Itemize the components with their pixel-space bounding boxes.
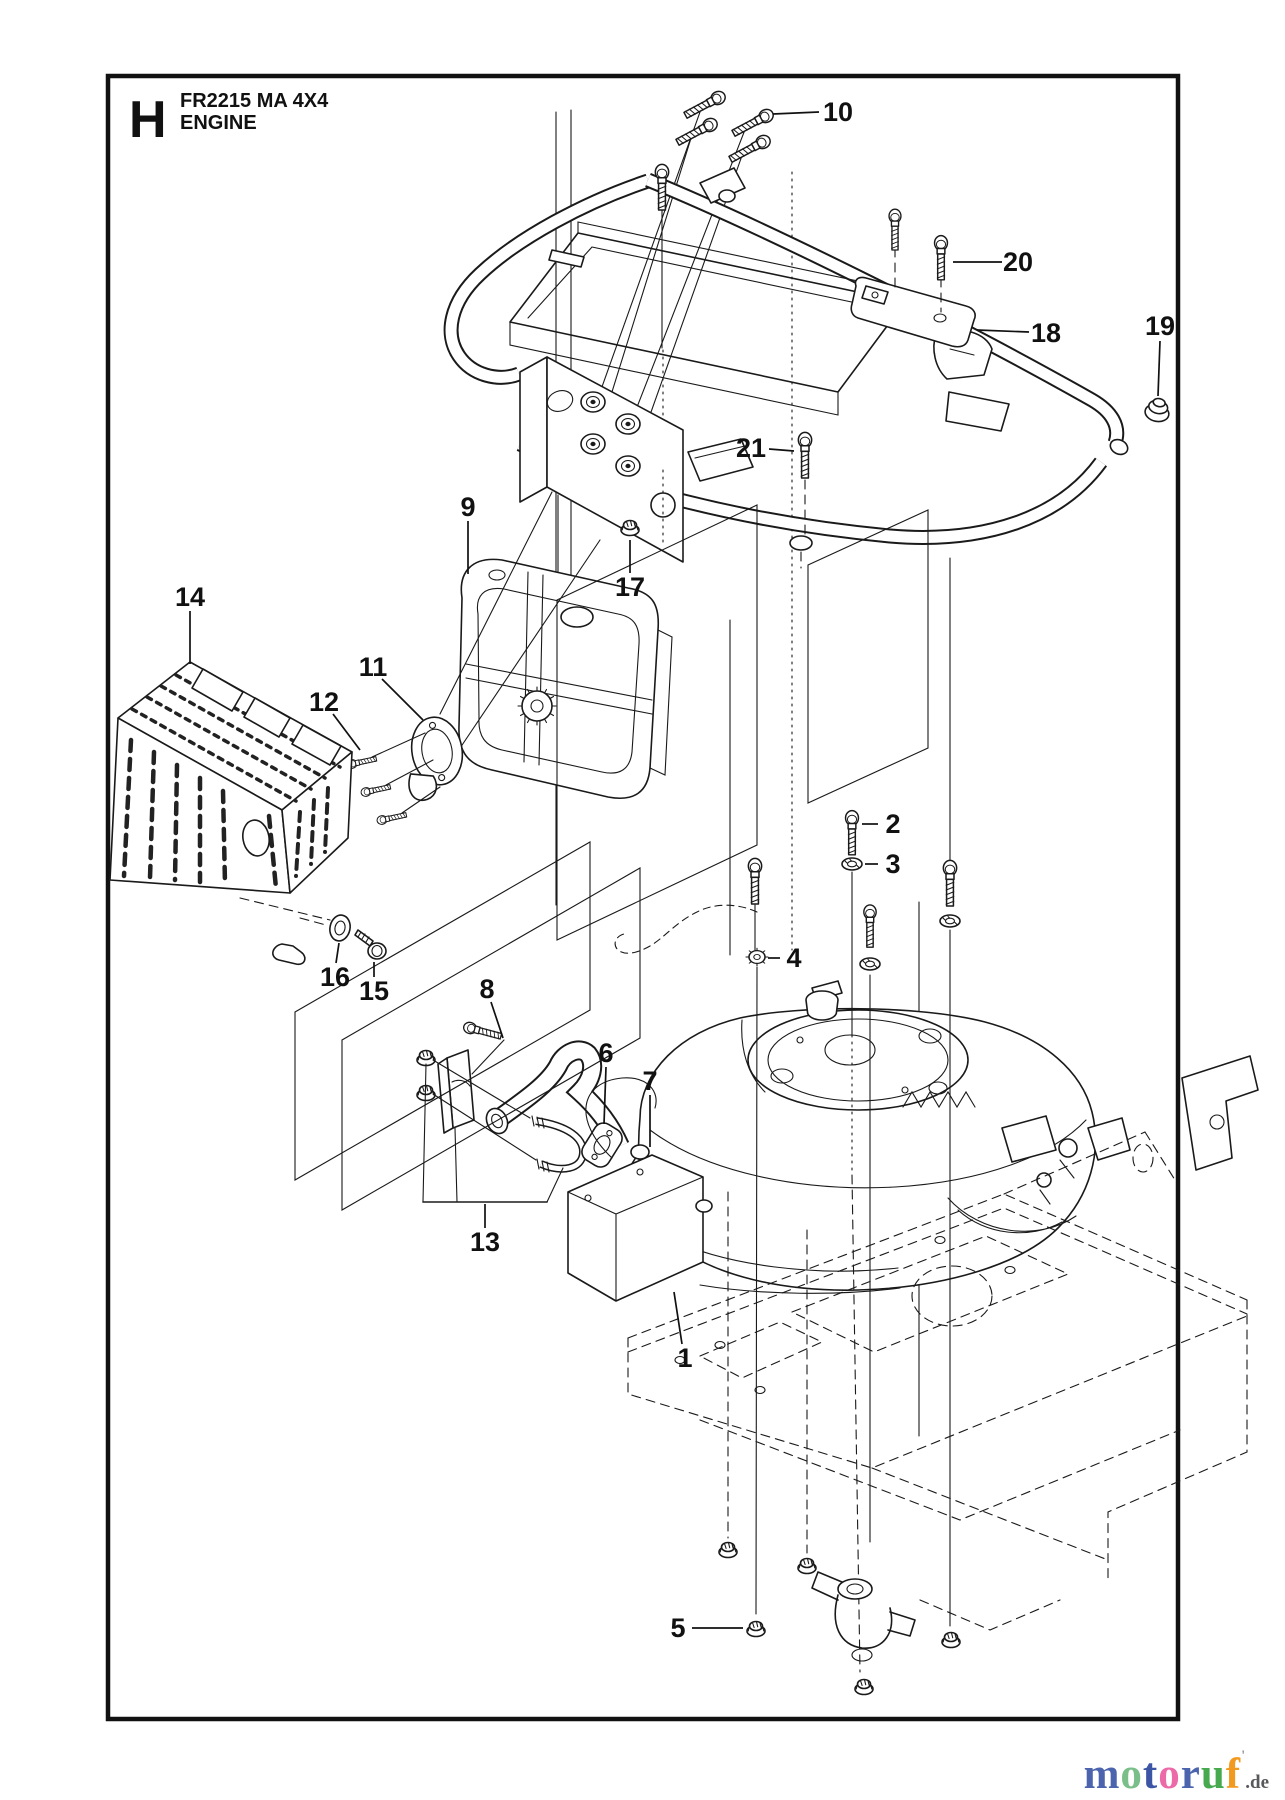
diagram-artwork	[109, 88, 1259, 1696]
callout-leader-11	[381, 678, 424, 721]
side-bracket	[1181, 1055, 1259, 1171]
callout-leader-8	[490, 1001, 504, 1039]
callout-label-17: 17	[615, 572, 645, 602]
cover-bolt	[354, 929, 387, 960]
bolt-axis-lines	[614, 871, 951, 1673]
engine	[567, 980, 1131, 1302]
callout-label-2: 2	[885, 809, 900, 839]
callout-label-8: 8	[479, 974, 494, 1004]
logo-letter: t	[1142, 1751, 1159, 1798]
callout-label-20: 20	[1003, 247, 1033, 277]
callout-label-10: 10	[823, 97, 853, 127]
logo-letter: u	[1200, 1751, 1226, 1798]
logo-trademark: '	[1241, 1748, 1246, 1764]
logo-letter: o	[1158, 1751, 1181, 1798]
callout-leader-1	[673, 1291, 683, 1345]
callout-label-16: 16	[320, 962, 350, 992]
callout-leader-16	[335, 942, 340, 964]
callout-label-7: 7	[642, 1066, 657, 1096]
section-letter: H	[129, 91, 167, 149]
callout-label-11: 11	[359, 652, 388, 682]
heat-shield-panels	[294, 504, 929, 1211]
muffler-cover	[109, 661, 387, 966]
callout-label-12: 12	[309, 687, 339, 717]
motoruf-logo[interactable]: motoruf' .de	[1084, 1748, 1269, 1799]
callout-label-15: 15	[359, 976, 389, 1006]
exhaust-pipe-group	[416, 1020, 697, 1203]
callout-label-9: 9	[460, 492, 475, 522]
callout-leader-18	[976, 329, 1030, 333]
callout-label-19: 19	[1145, 311, 1175, 341]
callout-label-6: 6	[598, 1038, 613, 1068]
callout-label-1: 1	[677, 1343, 692, 1373]
muffler	[439, 491, 673, 799]
callout-label-4: 4	[786, 943, 801, 973]
callout-leader-6	[603, 1066, 607, 1125]
chassis-phantom	[627, 1131, 1248, 1696]
logo-domain-suffix: .de	[1245, 1772, 1269, 1793]
logo-letter: m	[1083, 1751, 1121, 1798]
callout-label-13: 13	[470, 1227, 500, 1257]
callout-label-14: 14	[175, 582, 205, 612]
callout-leader-19	[1157, 340, 1161, 397]
logo-letter: o	[1120, 1751, 1143, 1798]
logo-letter: r	[1180, 1751, 1201, 1798]
page-border	[105, 73, 1181, 1722]
motoruf-logo-word: motoruf	[1084, 1751, 1242, 1798]
callout-leader-21	[768, 448, 795, 452]
callout-label-18: 18	[1031, 318, 1061, 348]
callout-label-21: 21	[736, 433, 766, 463]
page-subtitle: ENGINE	[180, 112, 257, 134]
callout-label-5: 5	[670, 1613, 685, 1643]
callout-leader-10	[772, 111, 820, 115]
page-title: FR2215 MA 4X4	[180, 90, 329, 112]
logo-letter: f	[1225, 1751, 1242, 1798]
exhaust-flange	[345, 716, 464, 826]
callout-label-3: 3	[885, 849, 900, 879]
callout-leader-12	[332, 713, 361, 751]
